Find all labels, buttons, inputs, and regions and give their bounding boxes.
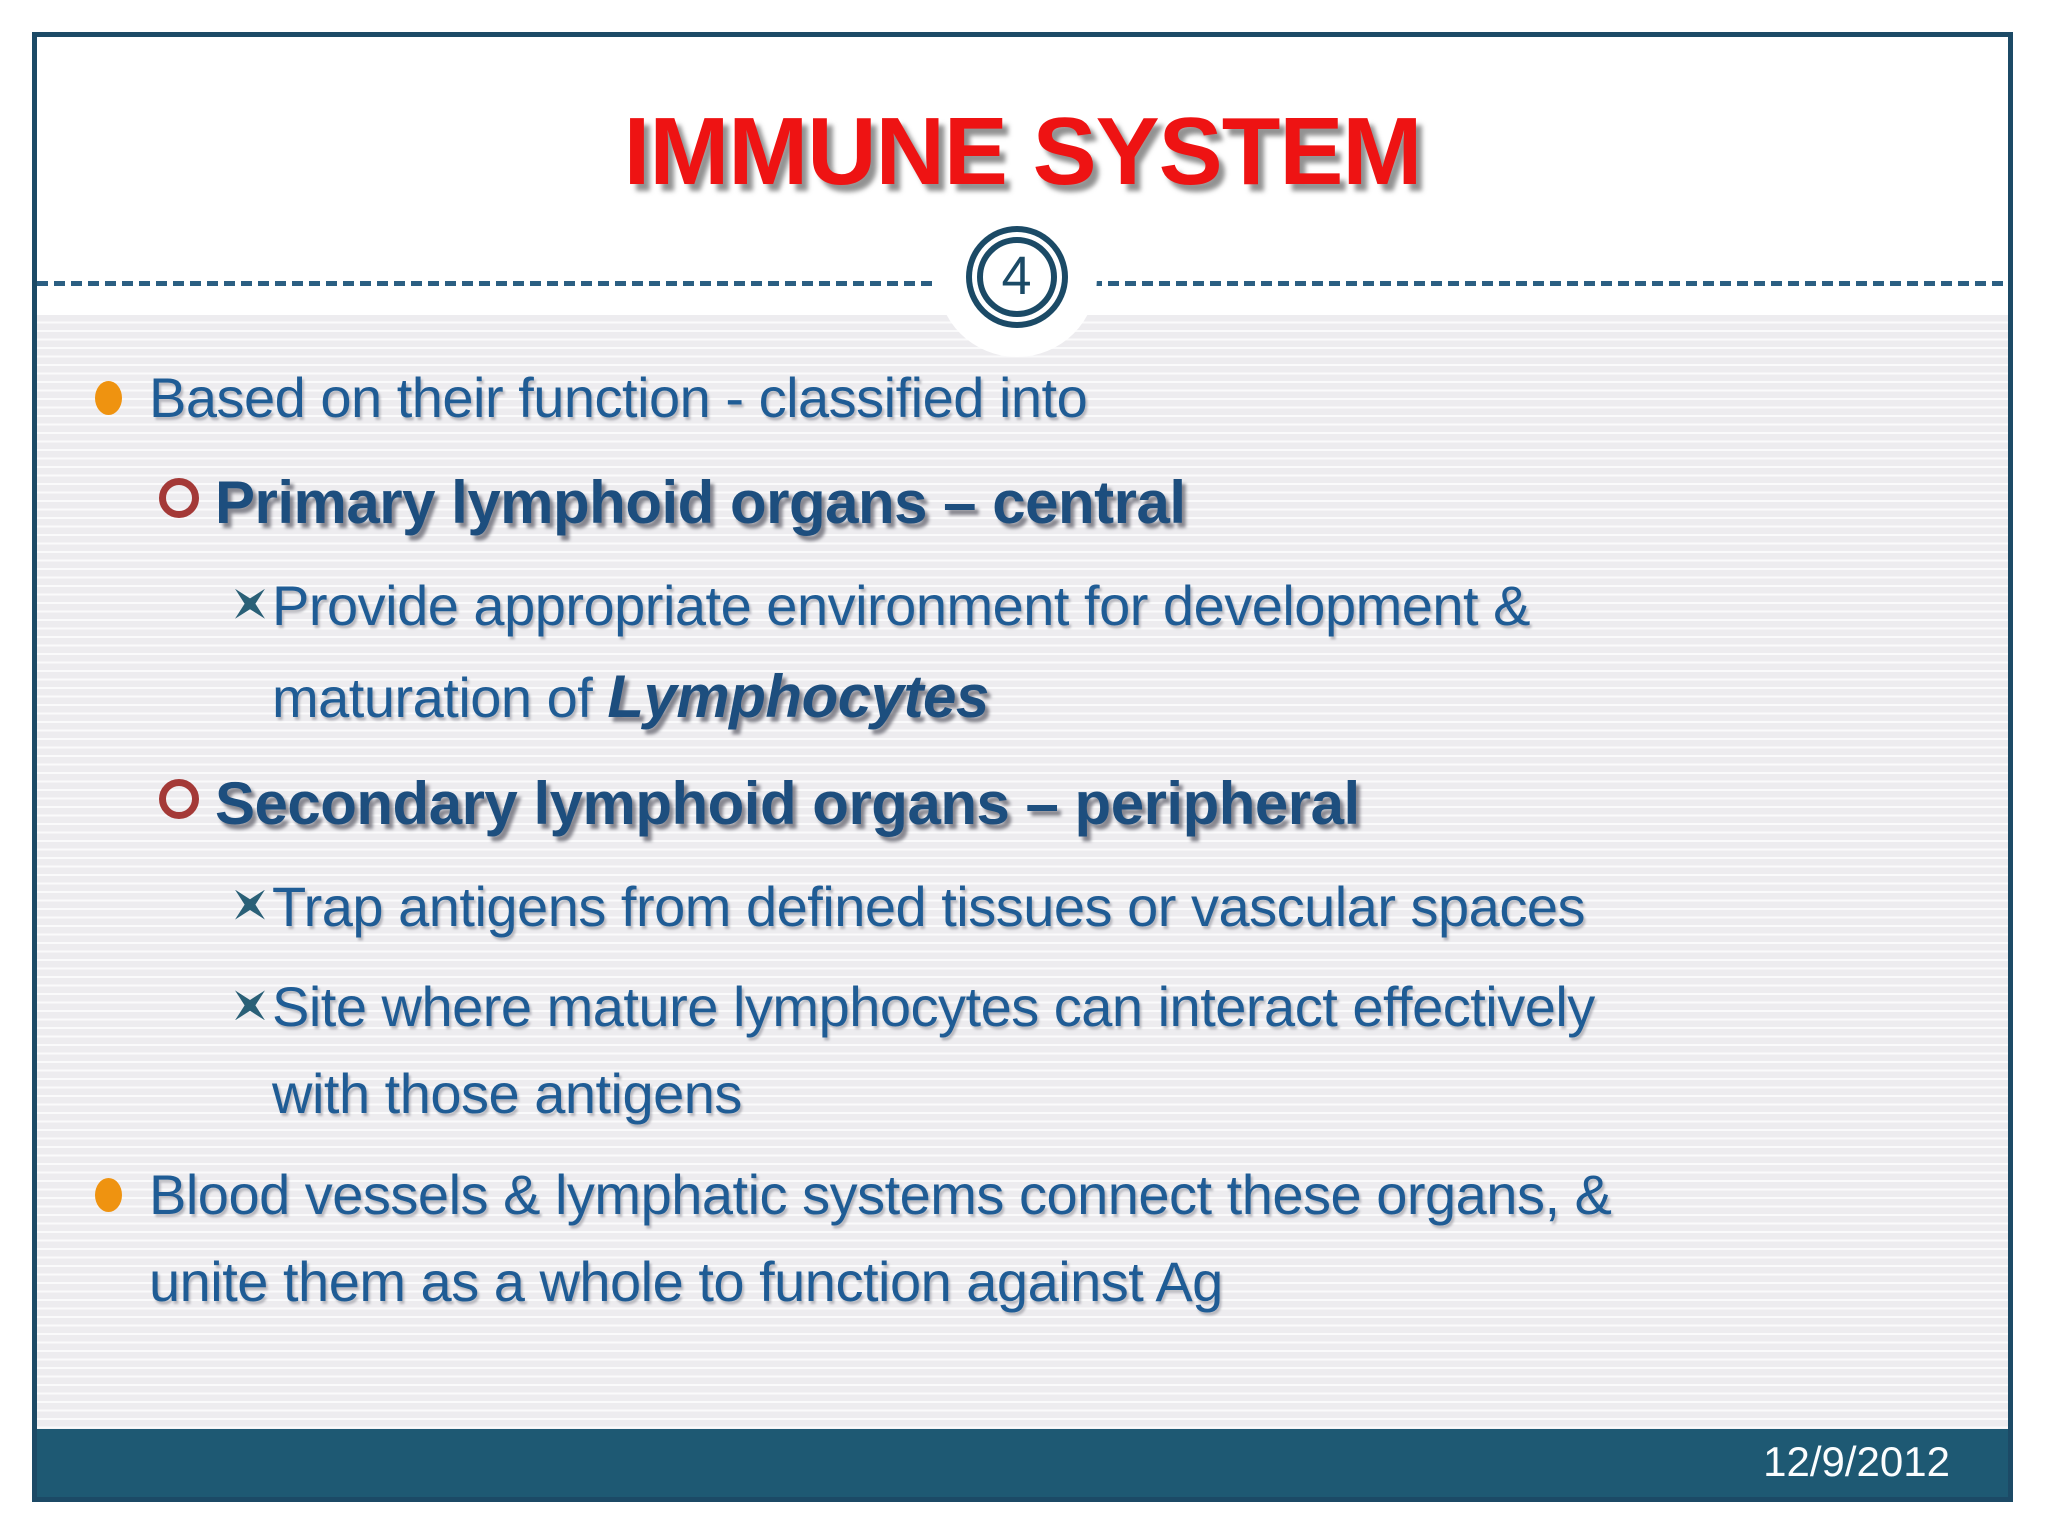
star-bullet-icon [235, 588, 265, 619]
list-item: Trap antigens from defined tissues or va… [37, 864, 2008, 951]
list-item: Site where mature lymphocytes can intera… [37, 964, 2008, 1138]
list-item-text: Provide appropriate environment for deve… [272, 563, 1531, 743]
star-bullet-icon [235, 990, 265, 1021]
list-item-text: Primary lymphoid organs – central [215, 468, 1186, 536]
dot-bullet-icon [95, 381, 122, 415]
dot-bullet-icon [95, 1177, 122, 1212]
list-item-text: Trap antigens from defined tissues or va… [272, 874, 1585, 938]
slide-number-badge: 4 [976, 237, 1057, 317]
list-item-text: Blood vessels & lymphatic systems connec… [149, 1162, 1612, 1313]
list-item: Based on their function - classified int… [37, 355, 2008, 442]
list-item-text: Based on their function - classified int… [149, 366, 1088, 429]
list-item-text: Site where mature lymphocytes can intera… [272, 975, 1595, 1126]
wrapped-line: maturation of Lymphocytes [272, 662, 989, 730]
footer-bar: 12/9/2012 [37, 1429, 2008, 1497]
list-item-text: Secondary lymphoid organs – peripheral [215, 769, 1360, 837]
slide-title: IMMUNE SYSTEM [623, 98, 1423, 205]
circle-bullet-icon [159, 778, 199, 819]
slide-body: Based on their function - classified int… [37, 315, 2008, 1429]
slide-frame: IMMUNE SYSTEM 4 Based on their function … [32, 32, 2013, 1502]
list-item: Secondary lymphoid organs – peripheral [37, 757, 2008, 850]
slide-number: 4 [1001, 246, 1032, 306]
list-item: Blood vessels & lymphatic systems connec… [37, 1152, 2008, 1326]
list-item: Primary lymphoid organs – central [37, 456, 2008, 549]
footer-date: 12/9/2012 [1763, 1438, 1950, 1485]
circle-bullet-icon [159, 477, 199, 518]
list-item: Provide appropriate environment for deve… [37, 563, 2008, 743]
star-bullet-icon [235, 889, 265, 920]
emphasized-word: Lymphocytes [607, 662, 989, 730]
